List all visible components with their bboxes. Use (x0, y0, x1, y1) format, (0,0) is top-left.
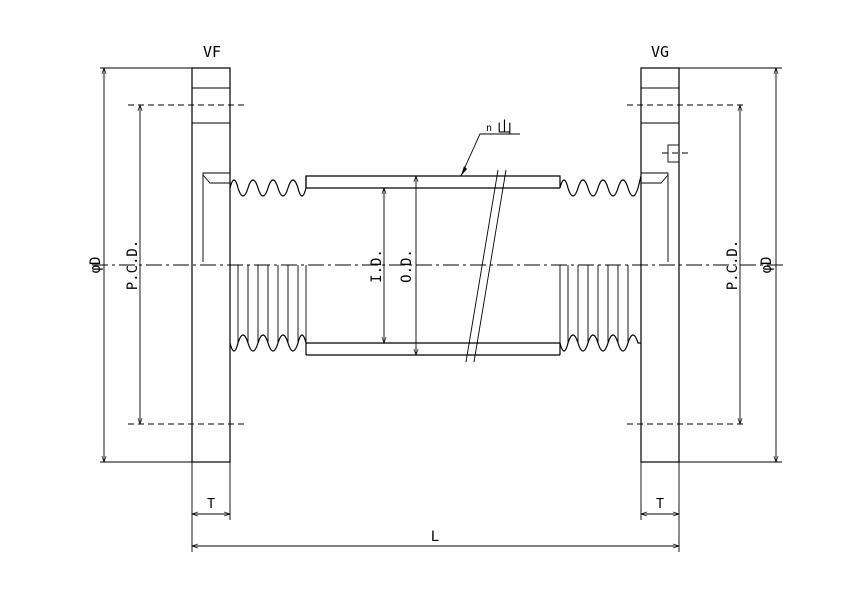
pcd-label-left: P.C.D. (125, 240, 141, 291)
dim-phi-d-left: φD (88, 67, 192, 463)
dim-phi-d-right: φD (679, 67, 782, 463)
leader-convolutions: n 山 (460, 118, 520, 177)
od-label: O.D. (399, 249, 415, 283)
bellows-body (229, 169, 642, 363)
vg-label: VG (651, 43, 669, 61)
t-label-left: T (207, 497, 215, 512)
id-label: I.D. (369, 249, 385, 283)
dim-id: I.D. (369, 187, 387, 344)
dim-t-left: T (191, 462, 231, 552)
vf-label: VF (203, 43, 221, 61)
convolution-kanji-label: 山 (497, 118, 512, 136)
dim-l: L (191, 529, 680, 549)
t-label-right: T (656, 497, 664, 512)
dim-pcd-left: P.C.D. (125, 104, 143, 425)
pcd-label-right: P.C.D. (725, 240, 741, 291)
dim-od: O.D. (399, 175, 419, 356)
l-label: L (431, 529, 439, 545)
phi-d-label-left: φD (88, 257, 104, 274)
dim-t-right: T (640, 462, 680, 552)
dim-pcd-right: P.C.D. (725, 104, 743, 425)
phi-d-label-right: φD (759, 257, 775, 274)
convolution-n-label: n (486, 123, 492, 134)
